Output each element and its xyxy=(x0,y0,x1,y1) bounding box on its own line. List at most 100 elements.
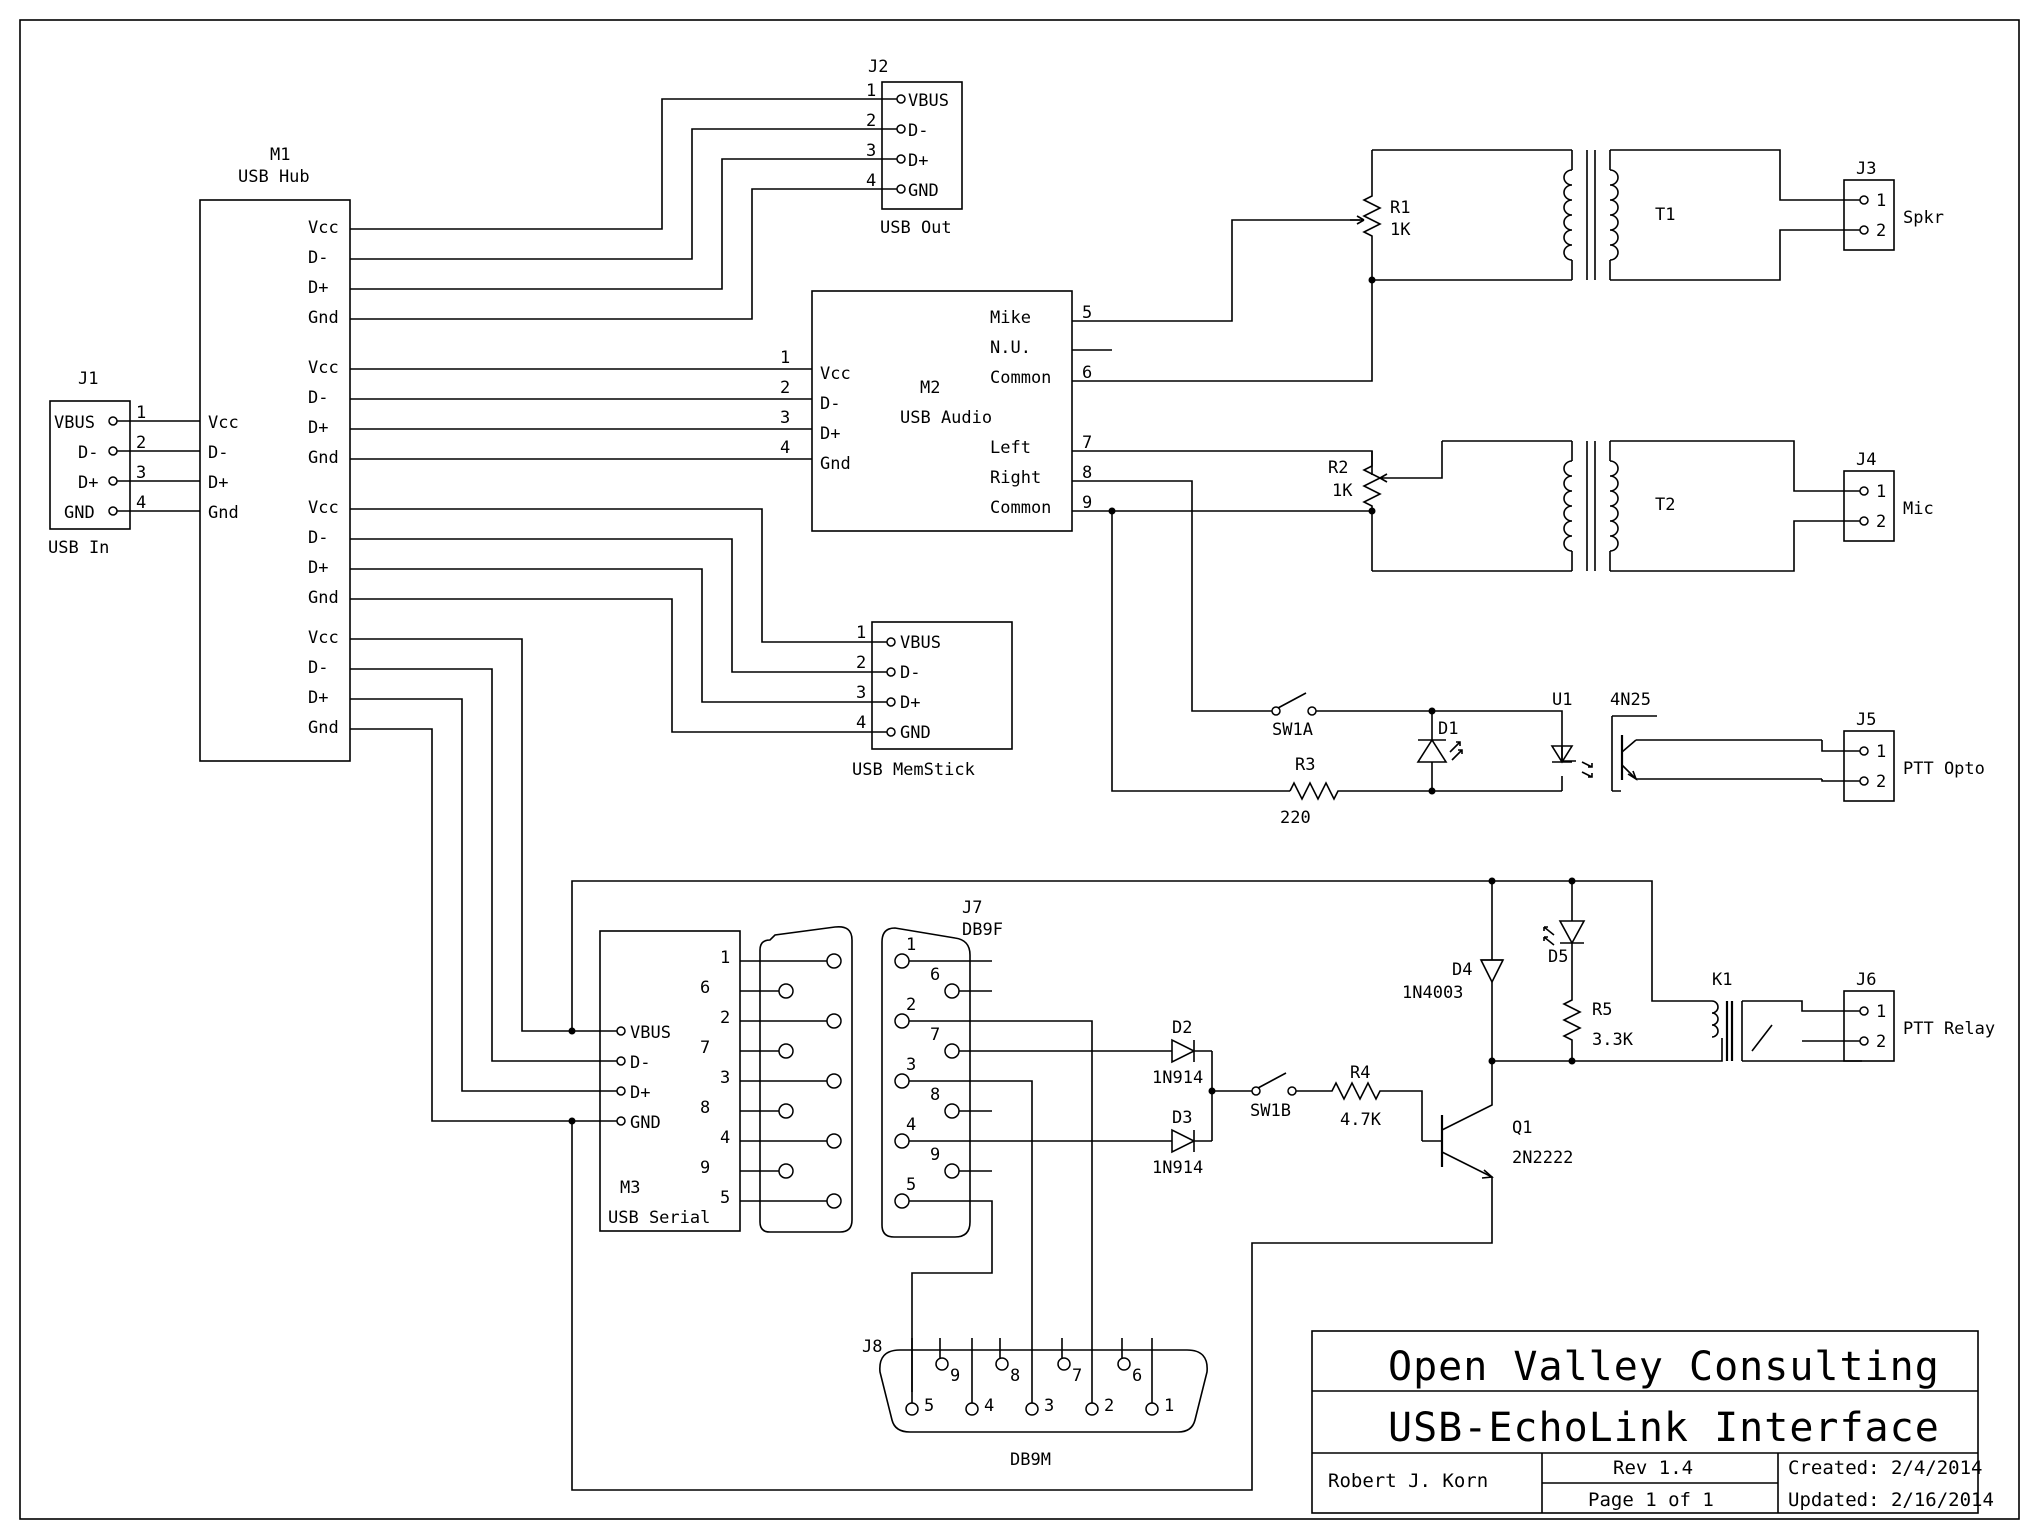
m1-out-7: D+ xyxy=(308,418,328,438)
m2-num-8: 8 xyxy=(1082,463,1092,483)
led-d5: D5 xyxy=(1543,881,1586,991)
j6-num-2: 2 xyxy=(1876,1032,1886,1052)
j3-name: Spkr xyxy=(1903,208,1944,228)
j7-num-9: 9 xyxy=(930,1145,940,1165)
m1-out-4: Gnd xyxy=(308,308,339,328)
j8-ref: J8 xyxy=(862,1337,882,1357)
j8-type: DB9M xyxy=(1010,1450,1051,1470)
m1-out-11: D+ xyxy=(308,558,328,578)
diode-d2: D2 1N914 xyxy=(1152,1018,1212,1088)
m1-name: USB Hub xyxy=(238,167,310,187)
m2-num-1: 1 xyxy=(780,348,790,368)
j8-num-2: 2 xyxy=(1104,1396,1114,1416)
m1-out-2: D- xyxy=(308,248,328,268)
j8-num-1: 1 xyxy=(1164,1396,1174,1416)
j4-num-1: 1 xyxy=(1876,482,1886,502)
connector-j2: J2 USB Out VBUS D- D+ GND 1 2 3 4 xyxy=(866,57,963,238)
k1-ref: K1 xyxy=(1712,970,1732,990)
m2-num-9: 9 xyxy=(1082,493,1092,513)
wires-common-to-r1 xyxy=(1072,280,1373,382)
r5-value: 3.3K xyxy=(1592,1030,1634,1050)
m1-out-12: Gnd xyxy=(308,588,339,608)
t1-ref: T1 xyxy=(1655,205,1675,225)
wires-j7-3-to-j8 xyxy=(909,1080,1033,1392)
m1-out-16: Gnd xyxy=(308,718,339,738)
j1-pin-3-label: D+ xyxy=(78,473,98,493)
j8-num-5: 5 xyxy=(924,1396,934,1416)
d2-ref: D2 xyxy=(1172,1018,1192,1038)
m3-db-num-1: 1 xyxy=(720,948,730,968)
resistor-r1: R1 1K xyxy=(1350,150,1411,280)
company-name: Open Valley Consulting xyxy=(1388,1344,1940,1390)
q1-part: 2N2222 xyxy=(1512,1148,1573,1168)
m2-name: USB Audio xyxy=(900,408,992,428)
db9-shell-m3 xyxy=(740,925,853,1233)
drawing-border xyxy=(19,19,2020,1520)
project-title: USB-EchoLink Interface xyxy=(1388,1405,1940,1451)
r2-value: 1K xyxy=(1332,481,1353,501)
m2-pin-common-1: Common xyxy=(990,368,1051,388)
r2-ref: R2 xyxy=(1328,458,1348,478)
d5-ref: D5 xyxy=(1548,947,1568,967)
r1-value: 1K xyxy=(1390,220,1411,240)
j2-pin-2-num: 2 xyxy=(866,111,876,131)
d3-part: 1N914 xyxy=(1152,1158,1203,1178)
updated-date: Updated: 2/16/2014 xyxy=(1788,1489,1994,1511)
m1-out-9: Vcc xyxy=(308,498,339,518)
j2-pin-4-num: 4 xyxy=(866,171,876,191)
j1-name: USB In xyxy=(48,538,109,558)
m1-in-vcc: Vcc xyxy=(208,413,239,433)
connector-j5: J5 1 2 PTT Opto xyxy=(1843,710,1985,802)
memstick-name: USB MemStick xyxy=(852,760,975,780)
j2-pin-4-label: GND xyxy=(908,181,939,201)
revision: Rev 1.4 xyxy=(1613,1457,1693,1479)
j8-num-7: 7 xyxy=(1072,1366,1082,1386)
memstick-num-1: 1 xyxy=(856,623,866,643)
j8-num-8: 8 xyxy=(1010,1366,1020,1386)
j2-pin-2-label: D- xyxy=(908,121,928,141)
j5-num-2: 2 xyxy=(1876,772,1886,792)
module-m2-usb-audio: M2 USB Audio Vcc D- D+ Gnd 1 2 3 4 Mike … xyxy=(780,290,1092,532)
wires-hub-to-m2 xyxy=(350,368,812,460)
j2-pin-1-label: VBUS xyxy=(908,91,949,111)
d1-ref: D1 xyxy=(1438,719,1458,739)
j4-num-2: 2 xyxy=(1876,512,1886,532)
j2-ref: J2 xyxy=(868,57,888,77)
connector-j7: J7 DB9F 1 6 2 7 3 8 4 9 5 xyxy=(881,898,1003,1238)
m1-in-dplus: D+ xyxy=(208,473,228,493)
j6-ref: J6 xyxy=(1856,970,1876,990)
j4-ref: J4 xyxy=(1856,450,1876,470)
page-number: Page 1 of 1 xyxy=(1588,1489,1714,1511)
m3-pin-vbus: VBUS xyxy=(630,1023,671,1043)
memstick-num-4: 4 xyxy=(856,713,866,733)
wires-right-to-sw1a xyxy=(1072,480,1272,712)
j7-type: DB9F xyxy=(962,920,1003,940)
memstick-num-2: 2 xyxy=(856,653,866,673)
d2-part: 1N914 xyxy=(1152,1068,1203,1088)
m3-pin-dplus: D+ xyxy=(630,1083,650,1103)
m3-db-num-7: 7 xyxy=(700,1038,710,1058)
m2-ref: M2 xyxy=(920,378,940,398)
wires-hub-to-m3 xyxy=(350,638,617,1122)
resistor-r2: R2 1K xyxy=(1328,441,1443,571)
j7-ref: J7 xyxy=(962,898,982,918)
j3-ref: J3 xyxy=(1856,159,1876,179)
connector-j8: J8 DB9M 9 8 7 6 5 4 3 2 1 xyxy=(862,1337,1208,1470)
memstick-pin-3-label: D+ xyxy=(900,693,920,713)
m1-in-dminus: D- xyxy=(208,443,228,463)
m3-db-num-5: 5 xyxy=(720,1188,730,1208)
m1-out-13: Vcc xyxy=(308,628,339,648)
j3-num-2: 2 xyxy=(1876,221,1886,241)
m1-ref: M1 xyxy=(270,145,290,165)
j7-num-2: 2 xyxy=(906,995,916,1015)
j5-name: PTT Opto xyxy=(1903,759,1985,779)
j2-pin-1-num: 1 xyxy=(866,81,876,101)
m1-out-6: D- xyxy=(308,388,328,408)
m3-pin-gnd: GND xyxy=(630,1113,661,1133)
u1-ref: U1 xyxy=(1552,690,1572,710)
j6-name: PTT Relay xyxy=(1903,1019,1995,1039)
j2-pin-3-num: 3 xyxy=(866,141,876,161)
m2-pin-gnd: Gnd xyxy=(820,454,851,474)
title-block: Open Valley Consulting USB-EchoLink Inte… xyxy=(1311,1330,1994,1514)
